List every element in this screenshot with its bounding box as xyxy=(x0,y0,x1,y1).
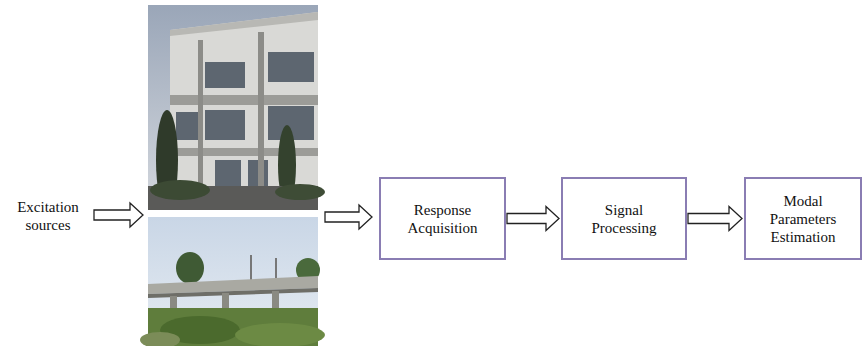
hollow-arrow xyxy=(507,207,559,231)
hollow-arrow xyxy=(94,203,143,227)
box-label: Response Acquisition xyxy=(398,201,488,237)
process-box: Signal Processing xyxy=(561,177,687,260)
hollow-arrow xyxy=(688,207,742,231)
process-box: Modal Parameters Estimation xyxy=(744,177,862,260)
hollow-arrow xyxy=(325,205,372,229)
building-photo xyxy=(148,5,325,210)
source-label: Excitation sources xyxy=(4,198,92,234)
box-label: Signal Processing xyxy=(579,201,669,237)
process-box: Response Acquisition xyxy=(379,177,506,260)
bridge-photo xyxy=(140,217,325,346)
box-label: Modal Parameters Estimation xyxy=(759,192,847,246)
